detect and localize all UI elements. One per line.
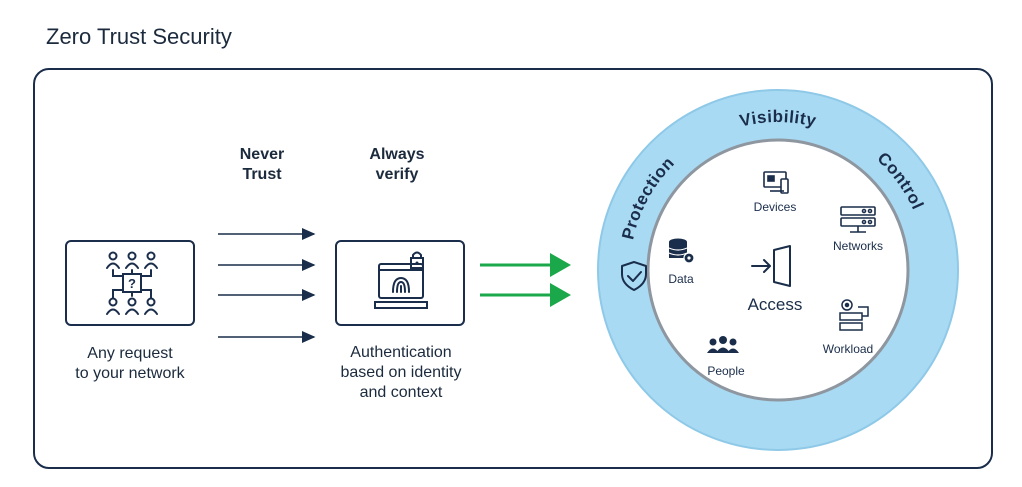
workload-gear-icon	[839, 299, 869, 331]
server-rack-icon	[840, 206, 876, 233]
inner-circle	[646, 138, 910, 402]
never-trust-line2: Trust	[242, 166, 282, 183]
access-label: Access	[748, 295, 803, 314]
workload-label: Workload	[823, 342, 873, 356]
database-gear-icon	[668, 238, 695, 264]
auth-caption-line1: Authentication	[350, 344, 452, 361]
never-trust-label: Never Trust	[222, 145, 302, 185]
auth-caption-line2: based on identity	[340, 364, 462, 381]
always-verify-line2: verify	[375, 166, 419, 183]
request-caption-line1: Any request	[87, 345, 173, 362]
page-title: Zero Trust Security	[46, 24, 232, 49]
fingerprint-lock-icon	[374, 251, 428, 309]
always-verify-label: Always verify	[352, 145, 442, 185]
devices-label: Devices	[754, 200, 797, 214]
people-network-question-icon: ?	[106, 251, 158, 315]
data-label: Data	[668, 272, 694, 286]
request-caption-line2: to your network	[75, 365, 185, 382]
auth-caption-line3: and context	[359, 384, 443, 401]
request-caption: Any request to your network	[55, 344, 205, 384]
people-icon	[707, 336, 739, 353]
never-trust-line1: Never	[239, 146, 285, 163]
devices-icon	[763, 171, 789, 194]
svg-text:?: ?	[128, 276, 136, 291]
diagram-frame	[33, 68, 993, 469]
always-verify-line1: Always	[369, 146, 425, 163]
svg-text:Visibility: Visibility	[738, 107, 818, 131]
request-box: ?	[65, 240, 195, 326]
auth-caption: Authentication based on identity and con…	[320, 343, 482, 403]
door-enter-icon	[751, 245, 791, 287]
shield-check-icon	[621, 261, 647, 291]
people-label: People	[707, 364, 745, 378]
auth-box	[335, 240, 465, 326]
networks-label: Networks	[833, 239, 883, 253]
visibility-label: Visibility	[738, 107, 818, 131]
